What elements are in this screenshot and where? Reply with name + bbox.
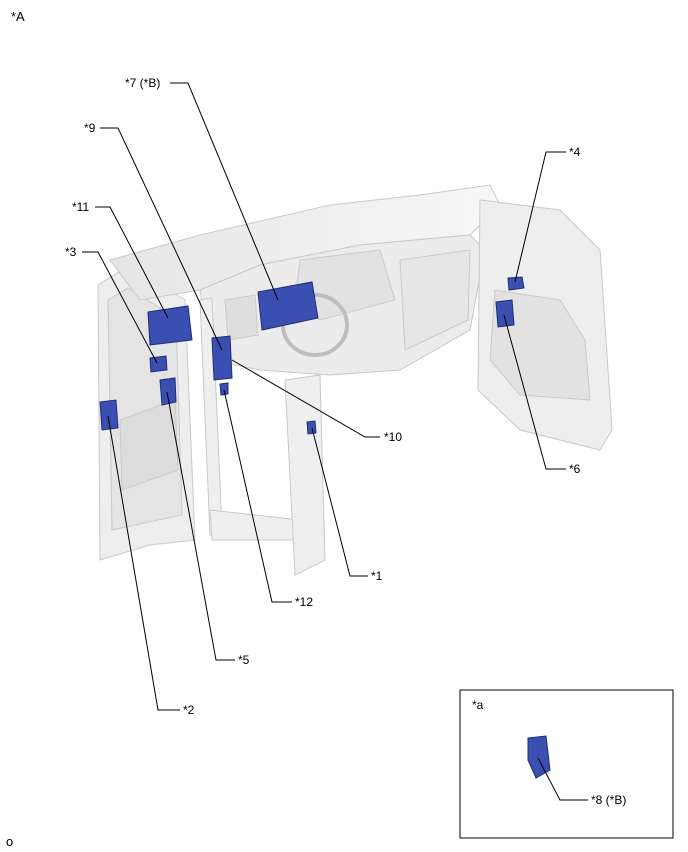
callout-1: *1 — [371, 569, 383, 583]
component-1 — [306, 420, 317, 435]
callout-6: *6 — [569, 462, 581, 476]
leader-4 — [514, 151, 566, 283]
leader-10 — [231, 359, 380, 438]
component-6 — [495, 299, 515, 328]
callout-10: *10 — [384, 430, 403, 444]
leader-2 — [107, 415, 180, 711]
callout-8: *8 (*B) — [591, 793, 627, 807]
callout-4: *4 — [569, 145, 581, 159]
component-11 — [147, 305, 193, 346]
callout-2: *2 — [183, 703, 195, 717]
leader-12 — [223, 389, 292, 603]
callout-7: *7 (*B) — [125, 76, 161, 90]
component-5 — [159, 377, 177, 406]
component-7 — [257, 281, 319, 331]
component-9 — [211, 335, 233, 381]
callout-5: *5 — [238, 653, 250, 667]
leader-1 — [311, 427, 368, 577]
component-3 — [149, 355, 168, 373]
inset-label: *a — [472, 698, 484, 712]
component-8 — [527, 735, 551, 779]
right-door — [477, 199, 613, 451]
inset-frame — [459, 689, 674, 839]
leader-5 — [166, 391, 235, 661]
highlighted-components — [99, 276, 551, 779]
leader-7 — [170, 82, 279, 301]
callout-11: *11 — [72, 200, 90, 214]
callout-12: *12 — [295, 595, 314, 609]
leader-lines — [82, 82, 588, 801]
callout-9: *9 — [84, 121, 96, 135]
component-2 — [99, 399, 119, 431]
view-label: *A — [11, 9, 25, 24]
leader-8 — [537, 757, 588, 801]
callout-3: *3 — [65, 245, 77, 259]
footer-mark: o — [6, 834, 14, 849]
leader-9 — [100, 127, 223, 351]
component-12 — [219, 382, 229, 396]
component-4 — [507, 276, 525, 291]
leader-11 — [95, 206, 169, 319]
leader-3 — [82, 251, 158, 364]
leader-6 — [503, 314, 566, 470]
